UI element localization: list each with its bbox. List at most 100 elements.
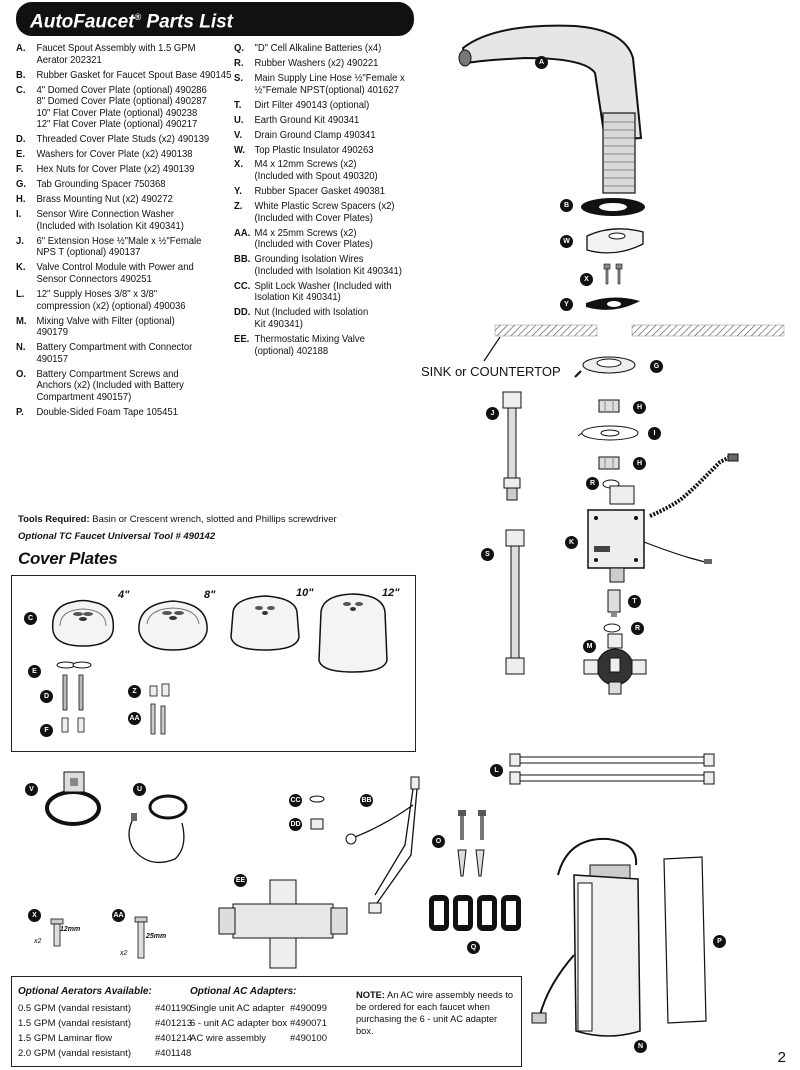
brass-nut-h1-drawing	[598, 399, 620, 413]
title-reg-mark: ®	[134, 12, 142, 22]
callout-ee: EE	[234, 874, 247, 887]
part-item: BB.Grounding Isolation Wires(Included wi…	[234, 254, 420, 277]
part-letter: J.	[16, 235, 24, 247]
callout-z: Z	[128, 685, 141, 698]
size-label-12: 12"	[382, 587, 400, 599]
part-text: 8" Domed Cover Plate (optional) 490287	[36, 96, 207, 108]
part-letter: G.	[16, 179, 27, 191]
note-text: An AC wire assembly needs to be ordered …	[356, 990, 514, 1036]
part-text: 10" Flat Cover Plate (optional) 490238	[36, 107, 198, 119]
part-item: E. Washers for Cover Plate (x2) 490138	[16, 149, 235, 161]
part-text: Battery Compartment with Connector	[36, 342, 193, 354]
cover-plate-12-drawing	[318, 593, 388, 673]
callout-s: S	[481, 548, 494, 561]
part-letter: X.	[234, 159, 243, 171]
part-text: 490179	[36, 327, 69, 339]
part-text: (Included with Isolation Kit 490341)	[36, 220, 184, 232]
part-text: "D" Cell Alkaline Batteries (x4)	[254, 43, 382, 54]
sensor-washer-i-drawing	[577, 425, 639, 441]
callout-r2: R	[631, 622, 644, 635]
part-text: 6" Extension Hose ½"Male x ½"Female	[36, 235, 202, 247]
part-letter: E.	[16, 149, 25, 161]
tools-text: Basin or Crescent wrench, slotted and Ph…	[89, 514, 337, 525]
batteries-q-drawing	[429, 895, 521, 931]
washer-r2-drawing	[603, 623, 621, 633]
callout-f: F	[40, 724, 53, 737]
part-text: compression (x2) (optional) 490036	[36, 300, 186, 312]
title-banner	[16, 2, 414, 36]
option-number: #401213	[155, 1018, 192, 1029]
callout-p: P	[713, 935, 726, 948]
callout-e: E	[28, 665, 41, 678]
part-text: Washers for Cover Plate (x2) 490138	[36, 149, 193, 161]
page-title: AutoFaucet® Parts List	[30, 3, 233, 36]
title-brand: AutoFaucet	[30, 11, 135, 33]
part-text: 4" Domed Cover Plate (optional) 490286	[36, 84, 207, 96]
part-text: Aerator 202321	[36, 54, 102, 66]
option-name: AC wire assembly	[190, 1033, 267, 1044]
part-text: White Plastic Screw Spacers (x2)	[254, 201, 395, 213]
part-item: W.Top Plastic Insulator 490263	[234, 145, 420, 157]
option-name: 6 - unit AC adapter box	[190, 1018, 288, 1029]
callout-t: T	[628, 595, 641, 608]
part-text: Valve Control Module with Power and	[36, 262, 194, 274]
option-row: 1.5 GPM (vandal resistant)#401213	[18, 1018, 192, 1033]
sink-countertop-label: SINK or COUNTERTOP	[421, 364, 561, 379]
supply-hoses-l-drawing	[509, 753, 715, 785]
option-row: AC wire assembly #490100	[190, 1033, 327, 1048]
callout-x: X	[580, 273, 593, 286]
x-screw-qty: x2	[34, 938, 42, 945]
part-letter: Z.	[234, 201, 243, 213]
part-text: Isolation Kit 490341)	[254, 292, 341, 304]
option-name: 2.0 GPM (vandal resistant)	[18, 1048, 131, 1059]
dirt-filter-t-drawing	[607, 589, 621, 617]
part-letter: BB.	[234, 254, 251, 266]
callout-cc: CC	[289, 794, 302, 807]
part-text: Split Lock Washer (Included with	[254, 280, 392, 292]
mixing-valve-m-drawing	[583, 633, 647, 695]
callout-m: M	[583, 640, 596, 653]
page-number: 2	[777, 1049, 786, 1066]
part-letter: O.	[16, 368, 27, 380]
part-letter: S.	[234, 72, 243, 84]
part-text: 12" Supply Hoses 3/8" x 3/8"	[36, 288, 158, 300]
part-letter: W.	[234, 144, 246, 156]
option-number: #490099	[290, 1003, 327, 1014]
part-text: 12" Flat Cover Plate (optional) 490217	[36, 119, 198, 131]
part-letter: U.	[234, 114, 244, 126]
aa-screw-qty: x2	[120, 950, 128, 957]
part-text: Tab Grounding Spacer 750368	[36, 179, 166, 191]
part-letter: A.	[16, 43, 26, 54]
part-text: M4 x 25mm Screws (x2)	[254, 227, 357, 239]
drain-clamp-v-drawing	[45, 771, 101, 826]
callout-k: K	[565, 536, 578, 549]
option-name: 1.5 GPM Laminar flow	[18, 1033, 112, 1044]
note-label: NOTE:	[356, 990, 385, 1000]
part-letter: H.	[16, 194, 26, 206]
option-name: Single unit AC adapter	[190, 1003, 285, 1014]
callout-dd: DD	[289, 818, 302, 831]
title-rest: Parts List	[141, 11, 234, 33]
part-letter: P.	[16, 406, 24, 418]
part-item: V.Drain Ground Clamp 490341	[234, 130, 420, 142]
part-item: G. Tab Grounding Spacer 750368	[16, 179, 235, 191]
callout-q: Q	[467, 941, 480, 954]
part-letter: N.	[16, 342, 26, 354]
part-letter: I.	[16, 209, 22, 221]
part-text: Threaded Cover Plate Studs (x2) 490139	[36, 134, 210, 146]
control-module-k-drawing	[587, 453, 739, 583]
part-text: M4 x 12mm Screws (x2)	[254, 159, 357, 171]
part-item: H.Brass Mounting Nut (x2) 490272	[16, 194, 235, 206]
callout-aa-cover: AA	[128, 712, 141, 725]
thermostatic-valve-ee-drawing	[218, 879, 348, 969]
option-number: #401190	[155, 1003, 192, 1014]
isolation-parts-drawing	[309, 776, 420, 914]
part-item: F.Hex Nuts for Cover Plate (x2) 490139	[16, 164, 235, 176]
callout-g: G	[650, 360, 663, 373]
screws-anchors-o-drawing	[457, 810, 486, 877]
option-number: #490100	[290, 1033, 327, 1044]
